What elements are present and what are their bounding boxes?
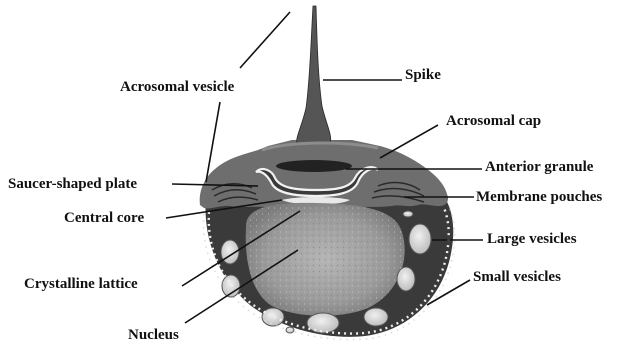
label-crystalline-lattice: Crystalline lattice — [24, 277, 138, 292]
label-nucleus: Nucleus — [128, 328, 179, 343]
label-saucer-shaped-plate: Saucer-shaped plate — [8, 177, 137, 192]
anterior-granule — [276, 160, 352, 172]
leader-top — [240, 12, 290, 68]
label-membrane-pouches: Membrane pouches — [476, 190, 602, 205]
leader-acrosomal-cap — [380, 125, 438, 158]
spike — [297, 6, 331, 144]
label-acrosomal-cap: Acrosomal cap — [446, 114, 541, 129]
label-spike: Spike — [405, 68, 441, 83]
label-large-vesicles: Large vesicles — [487, 232, 577, 247]
label-acrosomal-vesicle: Acrosomal vesicle — [120, 80, 234, 95]
nucleus-speckle — [246, 203, 405, 316]
label-anterior-granule: Anterior granule — [485, 160, 593, 175]
label-small-vesicles: Small vesicles — [473, 270, 561, 285]
label-central-core: Central core — [64, 211, 144, 226]
